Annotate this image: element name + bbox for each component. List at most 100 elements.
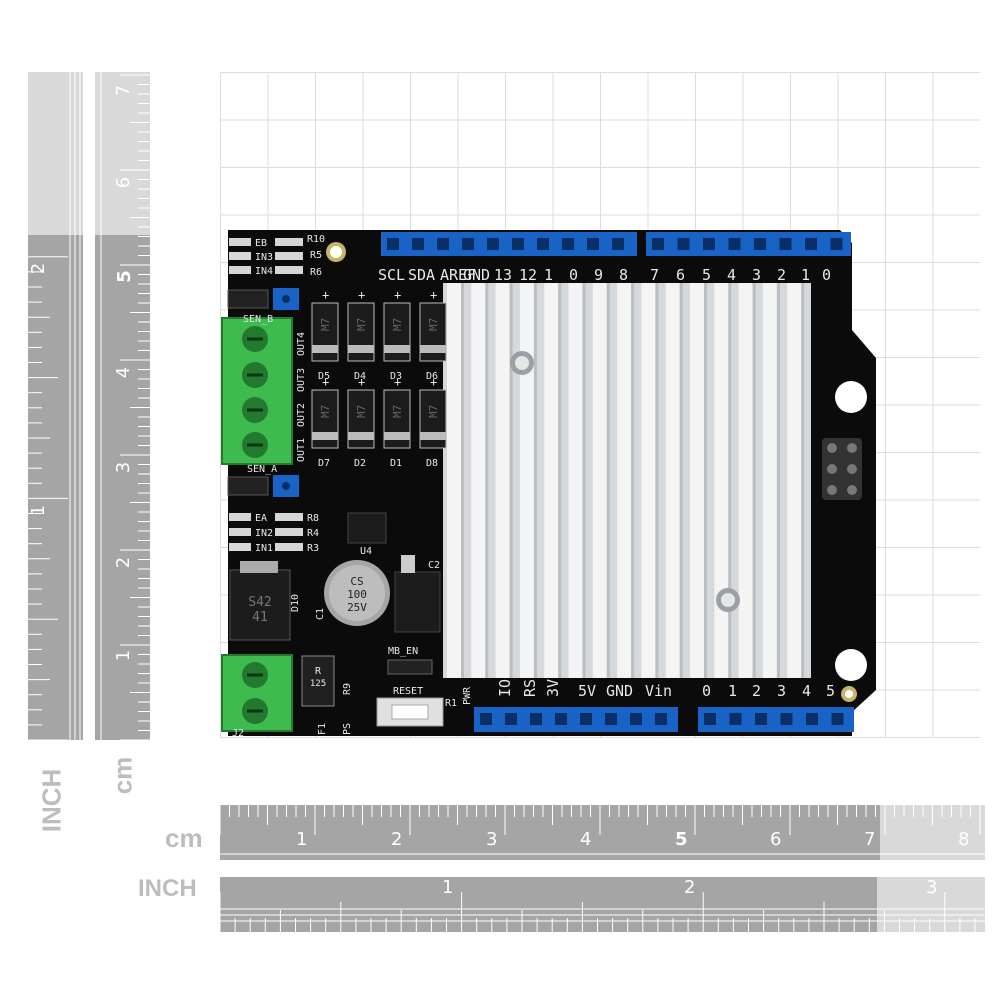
- svg-text:M7: M7: [427, 318, 440, 331]
- bottom-cm-5: 5: [675, 829, 688, 850]
- label-r1: R1: [445, 698, 457, 709]
- bottom-ruler: [220, 805, 985, 932]
- label-mb-en: MB_EN: [388, 646, 418, 657]
- fuse-text-r: R: [315, 666, 322, 677]
- label-in1: IN1: [255, 543, 273, 554]
- label-pin-11: 1: [544, 266, 553, 284]
- left-cm-label: cm: [107, 756, 138, 795]
- label-c2: C2: [428, 560, 440, 571]
- svg-text:M7: M7: [355, 318, 368, 331]
- left-cm-5: 5: [113, 270, 135, 283]
- reg-text-41: 41: [252, 610, 268, 625]
- label-pin-5: 5: [702, 266, 711, 284]
- svg-text:M7: M7: [427, 405, 440, 418]
- label-bottom-1: 1: [728, 682, 737, 700]
- label-out1: OUT1: [296, 438, 307, 462]
- svg-text:+: +: [358, 288, 365, 302]
- bottom-header: [474, 707, 854, 732]
- label-bottom-vin: Vin: [645, 682, 672, 700]
- label-out2: OUT2: [296, 403, 307, 427]
- label-eb: EB: [255, 238, 267, 249]
- label-in2: IN2: [255, 528, 273, 539]
- label-pin-0: 0: [822, 266, 831, 284]
- label-u4: U4: [360, 546, 372, 557]
- label-pin-8: 8: [619, 266, 628, 284]
- label-pin-1: 1: [801, 266, 810, 284]
- label-c1: C1: [315, 608, 326, 620]
- svg-text:M7: M7: [391, 405, 404, 418]
- label-in3: IN3: [255, 252, 273, 263]
- label-sda: SDA: [408, 266, 435, 284]
- label-pin-7: 7: [650, 266, 659, 284]
- left-inch-2: 2: [28, 262, 50, 275]
- label-r9: R9: [342, 683, 353, 695]
- label-pin-2: 2: [777, 266, 786, 284]
- label-sen-b: SEN_B: [243, 314, 273, 325]
- svg-text:M7: M7: [391, 318, 404, 331]
- heatsink: [443, 283, 811, 678]
- label-ps: PS: [342, 723, 353, 735]
- label-r3: R3: [307, 543, 319, 554]
- bottom-cm-1: 1: [296, 829, 308, 850]
- label-bottom-3: 3: [777, 682, 786, 700]
- diode-label-d1: D1: [390, 458, 402, 469]
- label-pwr: PWR: [462, 686, 473, 705]
- terminal-block-bottom: [221, 654, 293, 732]
- label-bottom-ioref: IO: [496, 679, 514, 697]
- label-pin-9: 9: [594, 266, 603, 284]
- label-pin-4: 4: [727, 266, 736, 284]
- cap-text-25v: 25V: [347, 601, 367, 614]
- label-bottom-3v3: 3V: [544, 679, 562, 697]
- left-inch-label: INCH: [36, 768, 67, 833]
- diode-label-d7: D7: [318, 458, 330, 469]
- diode-label-d8: D8: [426, 458, 438, 469]
- left-cm-3: 3: [113, 461, 135, 474]
- left-cm-7: 7: [113, 84, 135, 97]
- label-r5: R5: [310, 250, 322, 261]
- label-d10: D10: [290, 594, 301, 612]
- label-bottom-5v: 5V: [578, 682, 596, 700]
- label-out3: OUT3: [296, 368, 307, 392]
- bottom-cm-8: 8: [958, 829, 970, 850]
- label-pin-aref: AREF: [440, 266, 476, 284]
- cap-text-cs: CS: [350, 575, 363, 588]
- bottom-inch-3: 3: [926, 877, 938, 898]
- bottom-cm-label: cm: [165, 823, 203, 853]
- left-inch-1: 1: [28, 504, 50, 517]
- diode-label-d6: D6: [426, 371, 438, 382]
- svg-text:+: +: [358, 375, 365, 389]
- label-bottom-gnd: GND: [606, 682, 633, 700]
- svg-text:+: +: [322, 288, 329, 302]
- label-r8: R8: [307, 513, 319, 524]
- label-sen-a: SEN_A: [247, 464, 277, 475]
- svg-text:+: +: [394, 375, 401, 389]
- left-cm-2: 2: [113, 556, 135, 569]
- label-r10: R10: [307, 234, 325, 245]
- cap-text-100: 100: [347, 588, 367, 601]
- label-pin-12: 12: [519, 266, 537, 284]
- label-pin-3: 3: [752, 266, 761, 284]
- label-in4: IN4: [255, 266, 273, 277]
- label-r6: R6: [310, 267, 322, 278]
- svg-text:+: +: [430, 288, 437, 302]
- diode-label-d2: D2: [354, 458, 366, 469]
- bottom-cm-2: 2: [391, 829, 403, 850]
- label-ea: EA: [255, 513, 267, 524]
- fuse-text-125: 125: [310, 679, 326, 689]
- label-scl: SCL: [378, 266, 405, 284]
- top-header: [381, 232, 851, 256]
- label-bottom-5: 5: [826, 682, 835, 700]
- terminal-block-top: [221, 317, 293, 465]
- bottom-cm-4: 4: [580, 829, 592, 850]
- bottom-cm-3: 3: [486, 829, 498, 850]
- bottom-cm-7: 7: [864, 829, 876, 850]
- diode-label-d5: D5: [318, 371, 330, 382]
- svg-text:M7: M7: [319, 405, 332, 418]
- diode-label-d3: D3: [390, 371, 402, 382]
- svg-text:+: +: [430, 375, 437, 389]
- label-bottom-4: 4: [802, 682, 811, 700]
- bottom-inch-2: 2: [684, 877, 696, 898]
- label-reset: RESET: [393, 686, 423, 697]
- label-pin-13: 13: [494, 266, 512, 284]
